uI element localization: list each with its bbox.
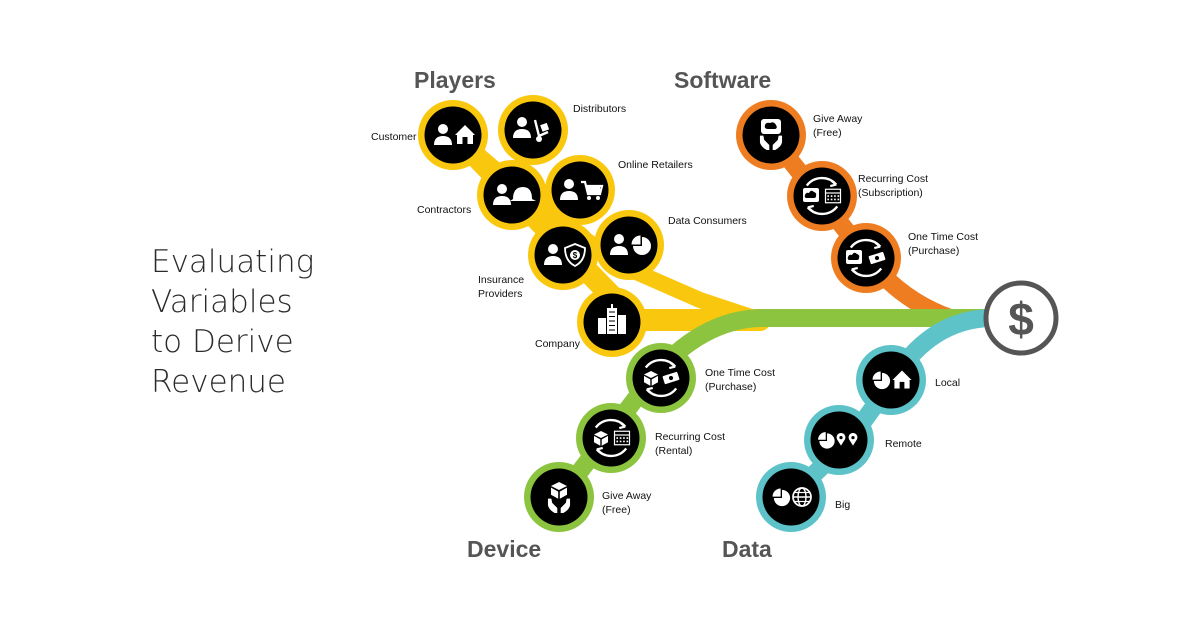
- title-line: Revenue: [151, 364, 286, 400]
- players-node-disc: [551, 161, 609, 219]
- data-group-label: Data: [722, 536, 772, 562]
- players-node[interactable]: [418, 100, 488, 170]
- device-group-label: Device: [467, 536, 541, 562]
- device-node-label: (Rental): [655, 445, 692, 457]
- data-node[interactable]: [756, 462, 826, 532]
- players-node-disc: [534, 226, 592, 284]
- data-node[interactable]: [804, 405, 874, 475]
- software-group-label: Software: [674, 67, 771, 93]
- buildings-icon: [598, 304, 626, 334]
- dollar-icon: $: [1008, 293, 1034, 345]
- device-node[interactable]: [576, 403, 646, 473]
- software-node-label: (Purchase): [908, 245, 959, 257]
- software-node-disc: [742, 106, 800, 164]
- players-node[interactable]: [594, 210, 664, 280]
- device-node-label: (Free): [602, 504, 631, 516]
- device-node[interactable]: [524, 462, 594, 532]
- box-cash-cycle-icon: [644, 358, 680, 398]
- players-node-disc: [504, 101, 562, 159]
- device-node-label: Recurring Cost: [655, 431, 725, 443]
- device-node[interactable]: [626, 343, 696, 413]
- box-calendar-cycle-icon: [594, 418, 631, 458]
- data-node-disc: [862, 351, 920, 409]
- cloud-calendar-cycle-icon: [803, 176, 842, 216]
- software-node-label: (Subscription): [858, 187, 923, 199]
- pie-pins-icon: [818, 432, 858, 449]
- title-line: to Derive: [151, 324, 294, 360]
- players-node-disc: [424, 106, 482, 164]
- person-pie-chart-icon: [610, 234, 651, 255]
- players-node[interactable]: [545, 155, 615, 225]
- software-node-disc: [837, 229, 895, 287]
- title-line: Evaluating: [151, 244, 314, 280]
- cloud-cash-cycle-icon: [846, 238, 886, 278]
- pie-globe-icon: [772, 487, 812, 507]
- software-node[interactable]: [831, 223, 901, 293]
- hub-ring: [983, 280, 1059, 356]
- players-node-label: Company: [535, 338, 581, 350]
- data-node-disc: [762, 468, 820, 526]
- device-node-label: Give Away: [602, 490, 652, 502]
- nodes-layer: $: [418, 95, 926, 532]
- data-node-label: Big: [835, 499, 850, 511]
- person-shield-icon: $: [544, 243, 586, 268]
- players-node-label: Online Retailers: [618, 159, 693, 171]
- revenue-hub[interactable]: $: [983, 280, 1059, 356]
- person-hard-hat-icon: [493, 184, 536, 205]
- person-cart-icon: [560, 179, 604, 200]
- software-node-label: Give Away: [813, 113, 863, 125]
- hands-cloud-icon: [759, 119, 783, 151]
- data-node-label: Remote: [885, 438, 922, 450]
- person-hand-truck-icon: [513, 117, 550, 142]
- software-node-disc: [793, 167, 851, 225]
- players-node[interactable]: $: [528, 220, 598, 290]
- device-node-disc: [530, 468, 588, 526]
- device-node-disc: [582, 409, 640, 467]
- players-node-label: Insurance: [478, 274, 524, 286]
- software-node-label: One Time Cost: [908, 231, 978, 243]
- device-node-label: (Purchase): [705, 381, 756, 393]
- players-node-label: Contractors: [417, 204, 471, 216]
- title-line: Variables: [151, 284, 293, 320]
- players-node[interactable]: [577, 287, 647, 357]
- players-node-label: Providers: [478, 288, 522, 300]
- software-node-label: Recurring Cost: [858, 173, 928, 185]
- players-node-label: Data Consumers: [668, 215, 747, 227]
- device-node-label: One Time Cost: [705, 367, 775, 379]
- players-node-label: Distributors: [573, 103, 626, 115]
- players-node-disc: [483, 166, 541, 224]
- players-group-label: Players: [414, 67, 496, 93]
- data-node-label: Local: [935, 377, 960, 389]
- software-node-label: (Free): [813, 127, 842, 139]
- person-house-icon: [434, 124, 475, 145]
- svg-text:$: $: [573, 251, 578, 260]
- data-node[interactable]: [856, 345, 926, 415]
- hands-box-icon: [547, 482, 571, 514]
- players-node-label: Customer: [371, 131, 417, 143]
- pie-house-icon: [872, 370, 912, 390]
- players-node-disc: [600, 216, 658, 274]
- software-node[interactable]: [787, 161, 857, 231]
- players-node[interactable]: [477, 160, 547, 230]
- players-node[interactable]: [498, 95, 568, 165]
- device-node-disc: [632, 349, 690, 407]
- software-node[interactable]: [736, 100, 806, 170]
